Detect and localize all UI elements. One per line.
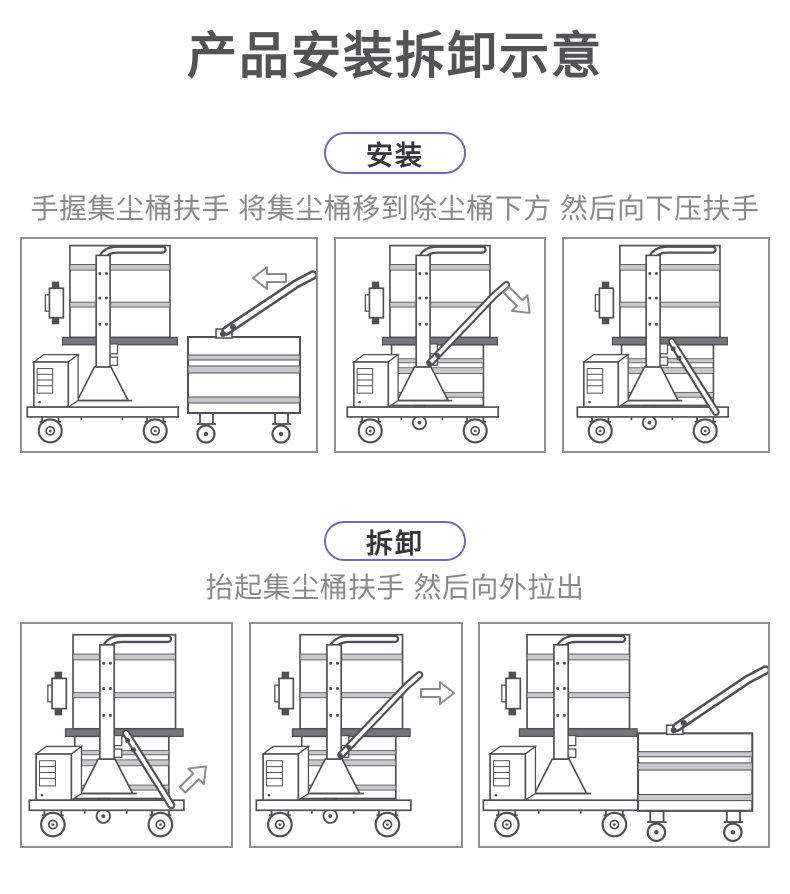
vacuum-machine-figure — [27, 246, 178, 443]
dust-cart-figure — [188, 275, 313, 443]
remove-instruction: 抬起集尘桶扶手 然后向外拉出 — [205, 572, 585, 603]
machine-with-cart-handle-raised-figure — [347, 246, 506, 443]
install-step-1-figure — [22, 239, 316, 451]
remove-step-1-figure — [22, 624, 215, 846]
install-steps-row — [20, 237, 770, 453]
remove-steps-row — [20, 622, 770, 848]
install-step-2-panel — [334, 237, 546, 453]
remove-step-2-panel — [248, 622, 463, 848]
install-step-1-panel — [20, 237, 318, 453]
install-step-3-figure — [564, 239, 768, 451]
install-step-3-panel — [562, 237, 770, 453]
page-title: 产品安装拆卸示意 — [187, 28, 603, 84]
remove-step-3-figure — [480, 624, 768, 846]
install-badge-label: 安装 — [366, 140, 424, 171]
machine-with-cart-handle-raised-figure — [256, 635, 419, 837]
remove-step-1-panel — [20, 622, 233, 848]
remove-badge-label: 拆卸 — [366, 528, 424, 559]
install-step-2-figure — [336, 239, 539, 451]
dust-cart-figure — [638, 670, 766, 841]
arrow-right-icon — [419, 681, 455, 705]
install-badge: 安装 — [324, 132, 466, 174]
arrow-up-right-icon — [173, 757, 215, 799]
machine-assembled-figure — [29, 635, 184, 837]
remove-step-2-figure — [251, 624, 455, 846]
machine-assembled-figure — [577, 246, 728, 443]
install-instruction: 手握集尘桶扶手 将集尘桶移到除尘桶下方 然后向下压扶手 — [30, 193, 760, 224]
remove-badge: 拆卸 — [324, 521, 466, 561]
remove-step-3-panel — [478, 622, 770, 848]
vacuum-machine-figure — [483, 635, 638, 837]
arrow-left-icon — [252, 266, 287, 290]
